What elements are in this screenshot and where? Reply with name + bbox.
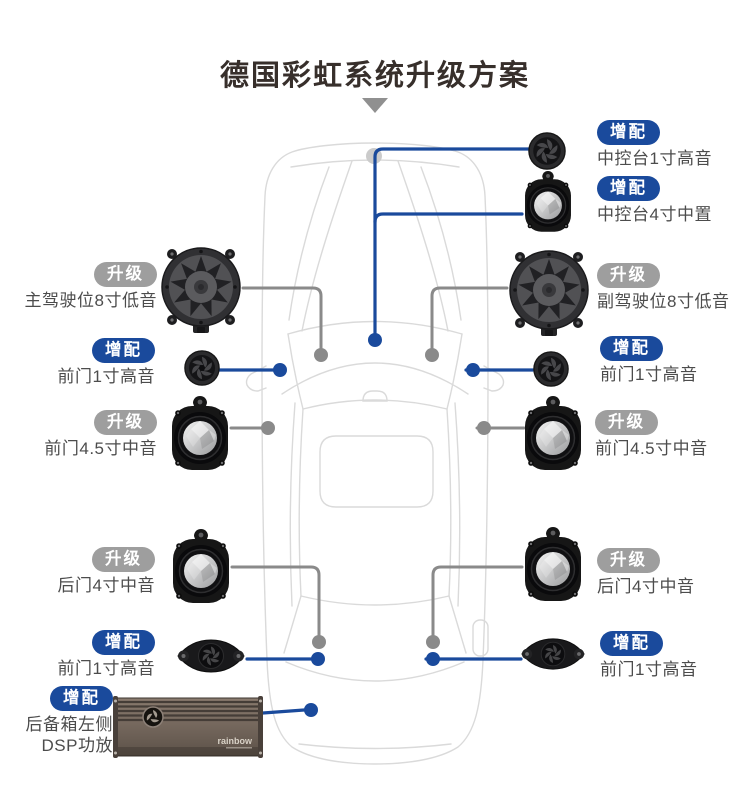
oval-tweeter-left-image [175,637,247,675]
dsp-amplifier-image: rainbow [113,696,263,758]
add-badge: 增配 [50,686,113,711]
item-rear-tweeter-right: 增配 前门1寸高音 [600,631,697,680]
item-label: 主驾驶位8寸低音 [24,290,157,310]
amp-logo-icon [142,706,164,728]
add-badge: 增配 [92,338,155,363]
item-driver-woofer: 升级 主驾驶位8寸低音 [25,262,157,311]
item-label: 前门4.5寸中音 [595,438,708,458]
item-label: 中控台1寸高音 [597,148,712,168]
item-label: 后备箱左侧 [25,714,113,734]
driver-woofer-image [159,243,243,335]
upgrade-badge: 升级 [94,262,157,287]
add-badge: 增配 [92,630,155,655]
item-passenger-woofer: 升级 副驾驶位8寸低音 [597,263,729,312]
front-door-tweeter-right-image [533,351,569,387]
add-connector-lines [218,147,535,715]
upgrade-badge: 升级 [595,410,658,435]
passenger-woofer-image [507,246,591,338]
item-label: 前门4.5寸中音 [44,438,157,458]
upgrade-badge: 升级 [597,263,660,288]
item-label: 中控台4寸中置 [597,204,712,224]
upgrade-dots [261,348,491,649]
front-door-tweeter-left-image [184,350,220,386]
front-door-mid-left-image [169,396,231,474]
item-rear-mid-left: 升级 后门4寸中音 [58,547,155,596]
down-arrow-icon [362,98,388,113]
upgrade-badge: 升级 [597,548,660,573]
item-label-line2: DSP功放 [41,735,113,755]
rear-door-mid-left-image [170,529,232,607]
item-label: 副驾驶位8寸低音 [597,291,730,311]
upgrade-badge: 升级 [92,547,155,572]
item-label: 前门1寸高音 [57,658,155,678]
item-label: 后门4寸中音 [57,575,155,595]
item-label: 前门1寸高音 [600,364,698,384]
add-badge: 增配 [600,631,663,656]
item-label: 前门1寸高音 [600,659,698,679]
item-label: 后门4寸中音 [597,576,695,596]
item-front-mid-right: 升级 前门4.5寸中音 [595,410,708,459]
add-dots [273,333,480,717]
console-center-speaker-image [519,171,577,235]
console-tweeter-image [528,132,566,170]
item-front-tweeter-right: 增配 前门1寸高音 [600,336,697,385]
item-label: 前门1寸高音 [57,366,155,386]
oval-tweeter-right-image [519,635,587,673]
page-title: 德国彩虹系统升级方案 [219,60,530,92]
upgrade-connector-lines [229,286,526,637]
item-rear-tweeter-left: 增配 前门1寸高音 [58,630,155,679]
item-dsp: 增配 后备箱左侧 DSP功放 [25,686,113,756]
item-front-mid-left: 升级 前门4.5寸中音 [44,410,157,459]
item-front-tweeter-left: 增配 前门1寸高音 [58,338,155,387]
item-console-tweeter: 增配 中控台1寸高音 [597,120,712,169]
item-rear-mid-right: 升级 后门4寸中音 [597,548,694,597]
item-console-center: 增配 中控台4寸中置 [597,176,712,225]
add-badge: 增配 [597,120,660,145]
upgrade-badge: 升级 [94,410,157,435]
add-badge: 增配 [600,336,663,361]
front-door-mid-right-image [522,396,584,474]
rear-door-mid-right-image [522,527,584,605]
add-badge: 增配 [597,176,660,201]
amp-brand-text: rainbow [217,736,253,746]
